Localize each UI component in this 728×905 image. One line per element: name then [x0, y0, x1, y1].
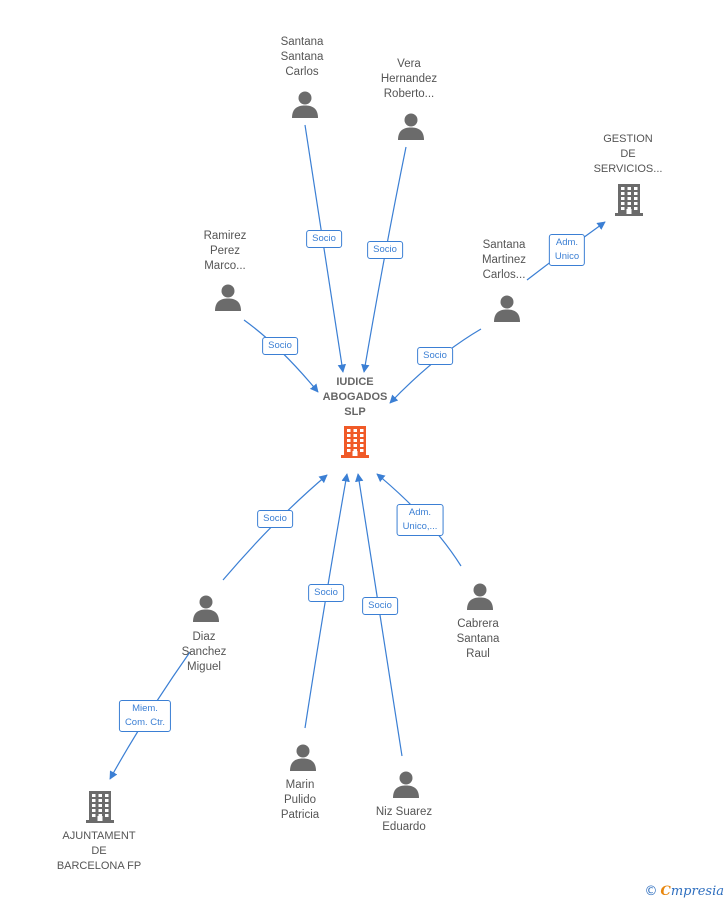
- edge-label-santana-carlos[interactable]: Socio: [306, 230, 342, 248]
- edge-label-santana-martinez[interactable]: Adm. Unico: [548, 234, 586, 266]
- node-diaz-miguel[interactable]: Diaz Sanchez Miguel: [149, 630, 259, 675]
- node-santana-carlos[interactable]: Santana Santana Carlos: [247, 35, 357, 80]
- empresia-logo: ©Cmpresia: [644, 884, 725, 899]
- edge-label-diaz-miguel[interactable]: Socio: [257, 510, 293, 528]
- node-ramirez-marco[interactable]: Ramirez Perez Marco...: [170, 229, 280, 274]
- node-label[interactable]: Niz Suarez Eduardo: [375, 806, 433, 833]
- building-icon: [615, 184, 643, 216]
- node-icon-santana-martinez[interactable]: [492, 293, 522, 323]
- edge-label-ramirez-marco[interactable]: Socio: [262, 337, 298, 355]
- edge-label-marin-patricia[interactable]: Socio: [308, 584, 344, 602]
- node-center[interactable]: IUDICE ABOGADOS SLP: [300, 375, 410, 420]
- node-icon-cabrera-raul[interactable]: [465, 581, 495, 611]
- node-icon-ramirez-marco[interactable]: [213, 282, 243, 312]
- node-label[interactable]: Marin Pulido Patricia: [280, 779, 320, 821]
- node-label[interactable]: Santana Martinez Carlos...: [481, 239, 527, 281]
- node-ajuntament[interactable]: AJUNTAMENT DE BARCELONA FP: [44, 829, 154, 874]
- node-icon-marin-patricia[interactable]: [288, 742, 318, 772]
- node-label[interactable]: Ramirez Perez Marco...: [203, 230, 247, 272]
- node-label[interactable]: Cabrera Santana Raul: [456, 618, 500, 660]
- edge-label-vera-roberto[interactable]: Socio: [367, 241, 403, 259]
- node-label[interactable]: Diaz Sanchez Miguel: [181, 631, 227, 673]
- edge-label-diaz-miguel[interactable]: Miem. Com. Ctr.: [118, 700, 172, 732]
- building-icon: [341, 426, 369, 458]
- node-icon-niz-eduardo[interactable]: [391, 769, 421, 799]
- node-label[interactable]: AJUNTAMENT DE BARCELONA FP: [56, 830, 142, 872]
- edge-label-niz-eduardo[interactable]: Socio: [362, 597, 398, 615]
- node-santana-martinez[interactable]: Santana Martinez Carlos...: [449, 238, 559, 283]
- edge-vera-roberto-to-center: [361, 146, 407, 373]
- person-icon: [467, 583, 493, 610]
- building-icon: [86, 791, 114, 823]
- node-cabrera-raul[interactable]: Cabrera Santana Raul: [423, 617, 533, 662]
- edge-niz-eduardo-to-center: [355, 473, 403, 757]
- node-label[interactable]: Vera Hernandez Roberto...: [380, 58, 438, 100]
- person-icon: [290, 744, 316, 771]
- node-label[interactable]: IUDICE ABOGADOS SLP: [322, 376, 388, 418]
- node-gestion[interactable]: GESTION DE SERVICIOS...: [573, 132, 683, 177]
- node-marin-patricia[interactable]: Marin Pulido Patricia: [245, 778, 355, 823]
- edge-label-santana-martinez[interactable]: Socio: [417, 347, 453, 365]
- person-icon: [494, 295, 520, 322]
- person-icon: [215, 284, 241, 311]
- node-label[interactable]: GESTION DE SERVICIOS...: [593, 133, 663, 175]
- node-icon-santana-carlos[interactable]: [290, 89, 320, 119]
- edge-label-cabrera-raul[interactable]: Adm. Unico,...: [396, 504, 444, 536]
- node-vera-roberto[interactable]: Vera Hernandez Roberto...: [354, 57, 464, 102]
- edge-santana-carlos-to-center: [304, 124, 346, 373]
- node-icon-ajuntament[interactable]: [85, 789, 115, 823]
- node-niz-eduardo[interactable]: Niz Suarez Eduardo: [349, 805, 459, 835]
- node-icon-diaz-miguel[interactable]: [191, 593, 221, 623]
- person-icon: [193, 595, 219, 622]
- node-icon-vera-roberto[interactable]: [396, 111, 426, 141]
- person-icon: [398, 113, 424, 140]
- person-icon: [292, 91, 318, 118]
- node-icon-gestion[interactable]: [614, 182, 644, 216]
- person-icon: [393, 771, 419, 798]
- node-label[interactable]: Santana Santana Carlos: [280, 36, 324, 78]
- node-icon-center[interactable]: [340, 424, 370, 458]
